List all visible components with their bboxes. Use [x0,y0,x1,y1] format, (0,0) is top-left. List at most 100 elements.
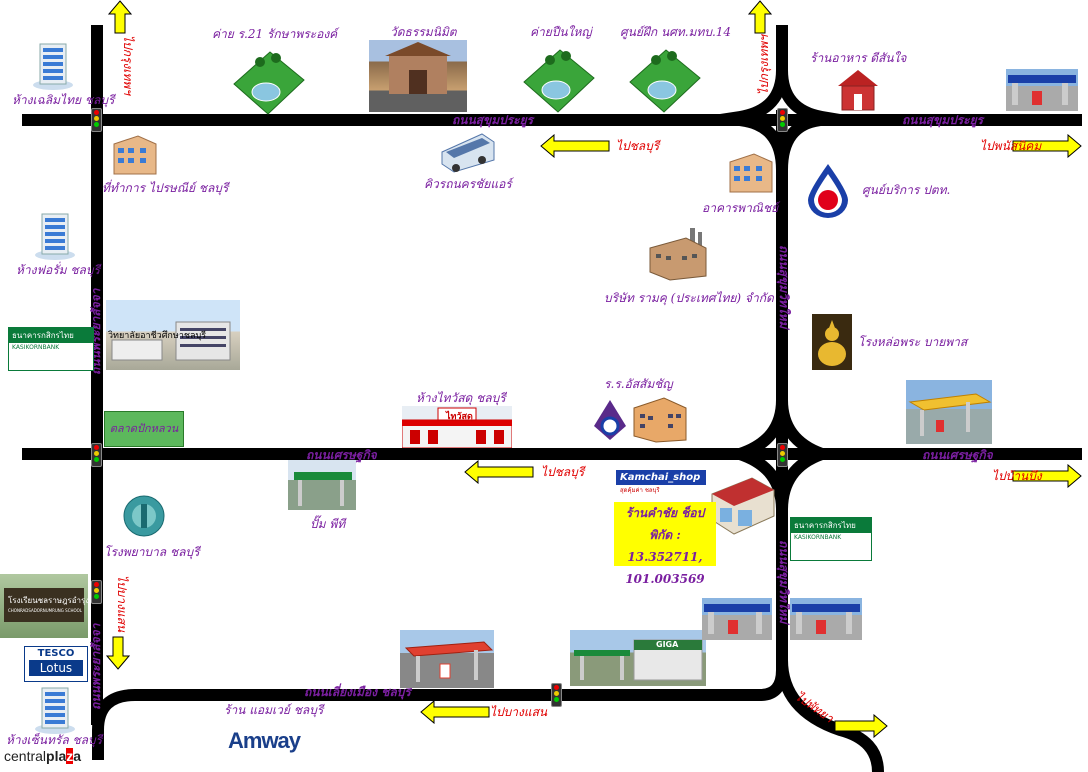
road-label: ถนนสุขุมประยูร [452,113,534,127]
kasikorn-bank-sign: ธนาคารกสิกรไทย KASIKORNBANK [790,517,872,561]
pt-station-photo [288,460,356,510]
barn-icon [838,70,878,111]
place-label: ร.ร.อัสสัมชัญ [604,377,673,391]
tesco-text: TESCO [37,648,75,659]
school-crest-icon [594,400,626,440]
logo-part: central [4,748,47,764]
direction-label: ไปบ้านบึง [992,469,1042,483]
gas-sign: GIGA [656,640,679,649]
bank-name-en: KASIKORNBANK [794,534,842,541]
shop-logo-sub: สุดคุ้มค่า ชลบุรี [620,487,660,494]
bank-name: ธนาคารกสิกรไทย [791,518,871,533]
arrow-down-icon [106,636,130,670]
school-sign-text: โรงเรียนชลราษฎรอำรุง [8,596,90,605]
place-label: ห้างไทวัสดุ ชลบุรี [416,391,506,405]
school-sign-sub: CHONRADSADORNUMRUNG SCHOOL [8,608,83,613]
camp-field-icon [233,51,305,115]
place-label: ห้างเฉลิมไทย ชลบุรี [12,93,115,107]
hospital-emblem-icon [123,495,165,537]
school-building-icon [633,397,687,443]
arrow-right-icon [1012,464,1082,488]
market-label: ตลาดปักหลวน [109,422,179,435]
place-label: ห้างเซ็นทรัล ชลบุรี [6,733,103,747]
commercial-building-icon [729,153,773,193]
ptt-logo-icon [808,164,848,218]
caltex-station-photo [400,630,494,688]
direction-label: ไปชลบุรี [541,465,585,479]
office-building-icon [35,687,75,734]
place-label: โรงหล่อพระ บายพาส [858,335,968,349]
traffic-light-icon [91,580,102,604]
place-label: ค่ายปืนใหญ่ [530,25,592,39]
central-plaza-logo: centralplaza [4,748,81,764]
road-label: ถนนเลี่ยงเมือง ชลบุรี [304,685,411,699]
place-label: ที่ทำการ ไปรษณีย์ ชลบุรี [102,181,229,195]
lotus-text: Lotus [29,660,83,676]
place-label: คิวรถนครชัยแอร์ [424,177,512,191]
arrow-right-icon [1012,134,1082,158]
place-label: ศูนย์ฝึก นศท.มทบ.14 [620,25,732,39]
shop-name: ร้านคำชัย ช็อป [625,506,705,520]
gas-station-photo [906,380,992,444]
arrow-left-icon [464,460,534,484]
arrow-up-icon [108,0,132,34]
logo-part: a [73,748,82,764]
shop-logo: Kamchai_shop สุดคุ้มค่า ชลบุรี [616,470,706,496]
logo-part: pla [46,748,67,764]
camp-field-icon [629,49,701,113]
road-label: ถนนเศรษฐกิจ [922,448,993,462]
factory-icon [649,228,707,281]
road-right-vertical [776,110,788,680]
shop-logo-text: Kamchai_shop [616,470,706,485]
direction-label: ไปชลบุรี [616,139,660,153]
camp-field-icon [523,49,595,113]
bank-name: ธนาคารกสิกรไทย [9,328,93,343]
amway-logo: Amway [228,728,301,753]
traffic-light-icon [551,683,562,707]
traffic-light-icon [91,108,102,132]
school-sign-photo: โรงเรียนชลราษฎรอำรุง CHONRADSADORNUMRUNG… [0,574,90,638]
gas-station-photo: GIGA [570,630,706,686]
road-label: ถนนเศรษฐกิจ [306,448,377,462]
road-label: ถนนสุขุมวิทใหม่ [777,540,791,624]
road-label: ถนนพระยาสัจจา [89,623,103,710]
arrow-right-icon [834,714,888,738]
office-building-icon [35,213,75,260]
place-label: ปั๊ม พีที [310,517,346,531]
tesco-lotus-logo: TESCO Lotus [24,646,88,682]
arrow-up-icon [748,0,772,34]
arrow-left-icon [540,134,610,158]
direction-label: ไปบางแสน [490,705,548,719]
place-label: โรงพยาบาล ชลบุรี [104,545,200,559]
market-box: ตลาดปักหลวน [104,411,184,447]
place-label: วัดธรรมนิมิต [390,25,457,39]
gas-station-photo [790,598,862,640]
logo-part: z [66,748,74,764]
direction-label: ไปบางแสน [115,575,129,633]
bank-name-en: KASIKORNBANK [12,344,60,351]
traffic-light-icon [91,443,102,467]
traffic-light-icon [777,443,788,467]
shop-coords-line1: พิกัด : 13.352711, [627,528,703,564]
place-label: ศูนย์บริการ ปตท. [862,183,951,197]
place-label: บริษัท รามคุ (ประเทศไทย) จำกัด [604,291,774,305]
place-label: ร้าน แอมเวย์ ชลบุรี [224,703,324,717]
store-sign: ไทวัสดุ [446,412,473,422]
gas-station-photo [702,598,772,640]
bus-icon [441,133,495,173]
arrow-left-icon [420,700,490,724]
place-label: ค่าย ร.21 รักษาพระองค์ [212,27,338,41]
place-label: ห้างฟอรั่ม ชลบุรี [16,263,100,277]
place-label: ร้านอาหาร ดีสันใจ [810,51,907,65]
traffic-light-icon [777,108,788,132]
road-label: ถนนสุขุมประยูร [902,113,984,127]
direction-label: ไปกรุงเทพฯ [121,35,135,95]
post-office-building-icon [113,135,157,175]
buddha-statue-photo [812,314,852,370]
direction-label: ไปพนัสนิคม [980,139,1042,153]
road-label: ถนนสุขุมวิทใหม่ [777,245,791,329]
office-building-icon [33,43,73,90]
college-photo: วิทยาลัยอาชีวศึกษาชลบุรี [106,300,240,370]
shop-info-box: ร้านคำชัย ช็อป พิกัด : 13.352711, 101.00… [614,502,716,586]
